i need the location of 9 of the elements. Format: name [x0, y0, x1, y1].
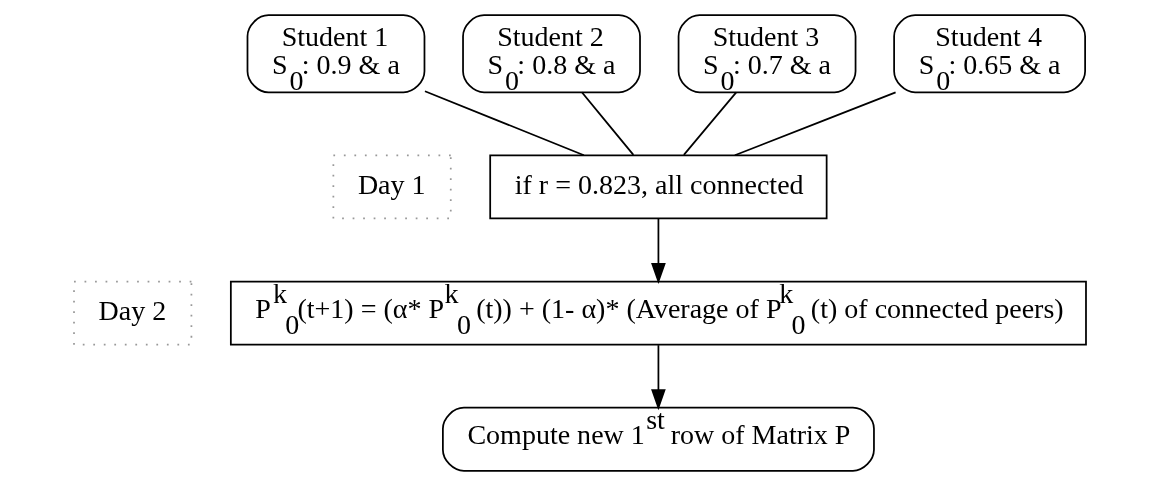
node-box: Day 2 [73, 280, 193, 346]
node-box: if r = 0.823, all connected [489, 154, 828, 220]
node-box: Day 1 [332, 154, 452, 220]
arrow [651, 344, 666, 411]
connector [682, 91, 738, 156]
connector [581, 91, 635, 156]
connector [733, 91, 897, 157]
connector [424, 90, 585, 157]
arrow [651, 218, 666, 285]
